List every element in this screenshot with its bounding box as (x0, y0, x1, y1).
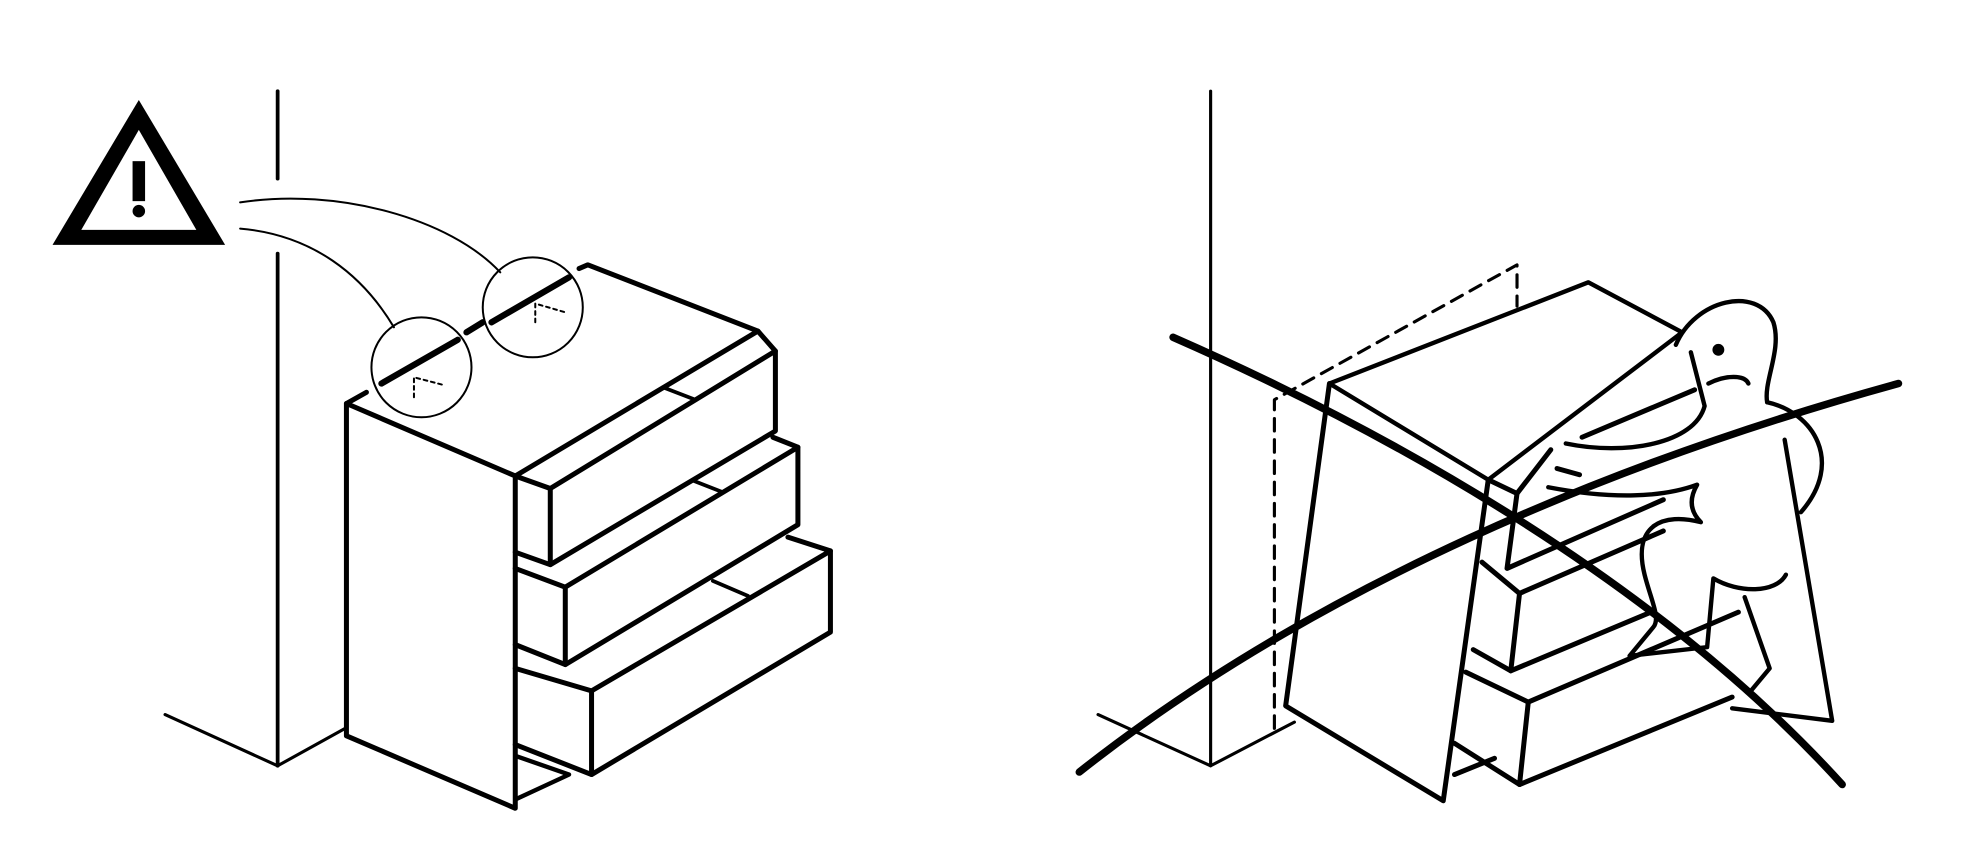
tipping-dresser-icon (1283, 280, 1741, 804)
person-climbing-icon (1546, 298, 1835, 724)
wall (163, 89, 347, 768)
callout-lines (239, 197, 584, 419)
incorrect-panel (1075, 89, 1903, 804)
prohibited-cross-icon (1075, 333, 1903, 789)
dresser-anchored (343, 262, 833, 811)
warning-triangle-icon (52, 99, 226, 245)
correct-panel (52, 89, 833, 811)
original-position-outline (1272, 263, 1519, 730)
wall-right (1096, 89, 1296, 768)
wall-anchor-detail-icon (378, 274, 573, 399)
